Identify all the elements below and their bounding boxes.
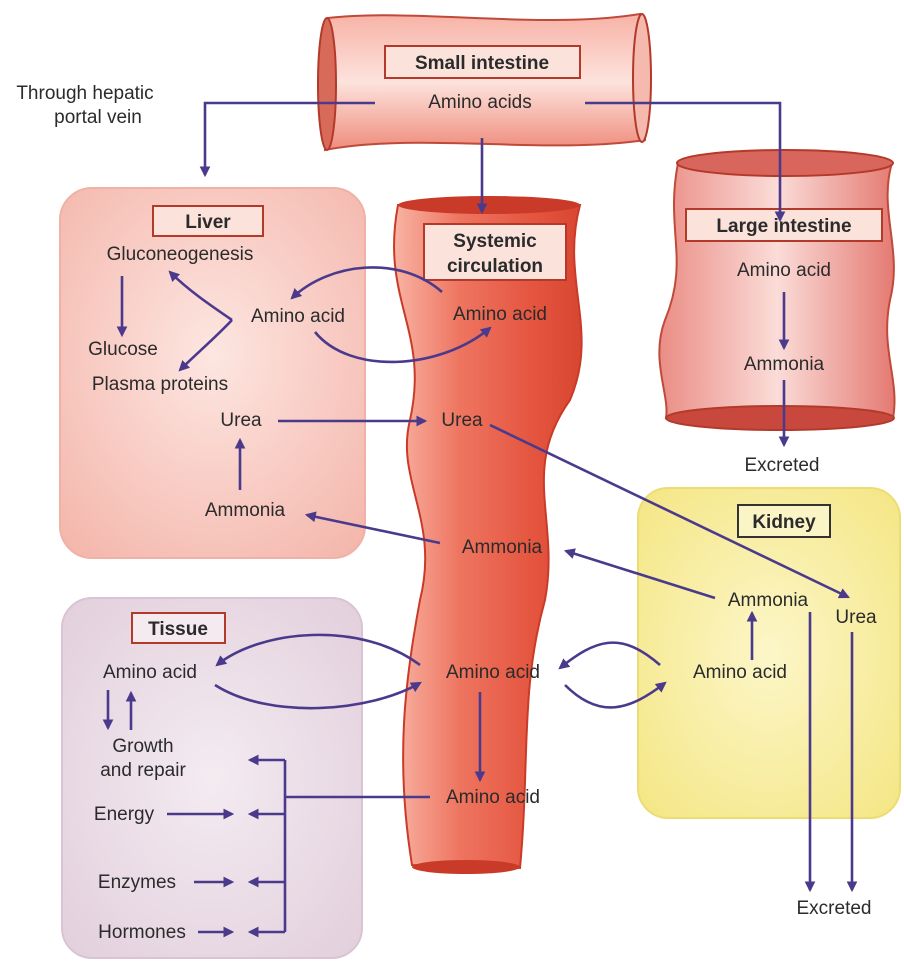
liver-ammonia: Ammonia bbox=[205, 500, 286, 521]
systemic-circulation-vessel bbox=[394, 196, 582, 874]
large-intestine-title: Large intestine bbox=[716, 216, 851, 237]
tissue-title: Tissue bbox=[148, 619, 208, 640]
small-intestine-title: Small intestine bbox=[415, 53, 549, 74]
large-intestine-ammonia: Ammonia bbox=[744, 354, 825, 375]
liver-plasma-proteins: Plasma proteins bbox=[92, 374, 228, 395]
liver-title: Liver bbox=[185, 212, 231, 233]
kidney-amino-acid: Amino acid bbox=[693, 662, 787, 683]
tissue-hormones: Hormones bbox=[98, 922, 186, 943]
tissue-energy: Energy bbox=[94, 804, 155, 825]
liver-gluconeogenesis: Gluconeogenesis bbox=[107, 244, 254, 265]
liver-urea: Urea bbox=[220, 410, 262, 431]
systemic-ammonia: Ammonia bbox=[462, 537, 543, 558]
systemic-amino-acid-mid: Amino acid bbox=[446, 662, 540, 683]
small-intestine-tube bbox=[318, 14, 651, 150]
systemic-amino-acid-low: Amino acid bbox=[446, 787, 540, 808]
kidney-ammonia: Ammonia bbox=[728, 590, 809, 611]
kidney-urea: Urea bbox=[835, 607, 877, 628]
tissue-growth-line2: and repair bbox=[100, 760, 186, 781]
large-intestine-amino-acid: Amino acid bbox=[737, 260, 831, 281]
large-intestine-tube bbox=[659, 150, 894, 430]
large-intestine-excreted: Excreted bbox=[745, 455, 820, 476]
portal-note-line2: portal vein bbox=[54, 107, 142, 128]
tissue-growth-line1: Growth bbox=[112, 736, 173, 757]
liver-amino-acid: Amino acid bbox=[251, 306, 345, 327]
kidney-title: Kidney bbox=[752, 512, 816, 533]
portal-note-line1: Through hepatic bbox=[16, 83, 153, 104]
kidney-excreted: Excreted bbox=[797, 898, 872, 919]
systemic-amino-acid-top: Amino acid bbox=[453, 304, 547, 325]
systemic-urea: Urea bbox=[441, 410, 483, 431]
systemic-title-line2: circulation bbox=[447, 256, 543, 277]
small-intestine-amino-acids: Amino acids bbox=[428, 92, 532, 113]
liver-glucose: Glucose bbox=[88, 339, 158, 360]
systemic-title-line1: Systemic bbox=[453, 231, 537, 252]
tissue-enzymes: Enzymes bbox=[98, 872, 176, 893]
tissue-amino-acid: Amino acid bbox=[103, 662, 197, 683]
